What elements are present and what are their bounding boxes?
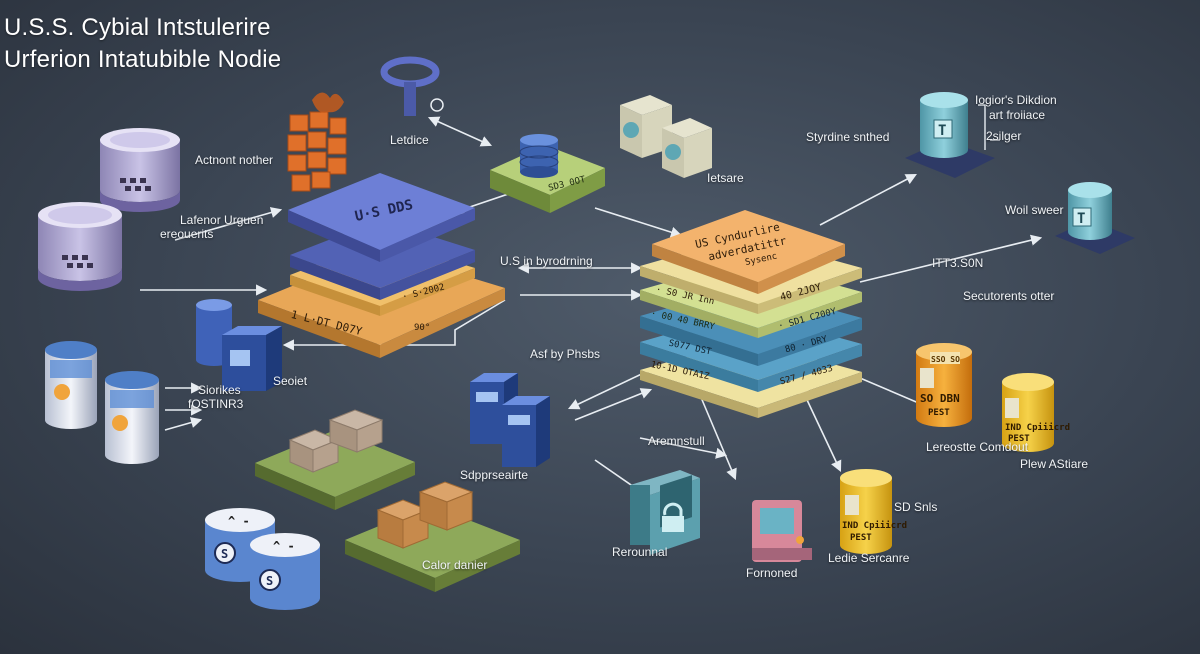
barrel-main-text: SO DBN — [920, 392, 960, 405]
label-ereouerits: ereouerits — [160, 227, 214, 241]
barrel-top-text: SSO SO — [931, 355, 960, 364]
label-letdice: Letdice — [390, 133, 429, 147]
label-woil-sweer: Woil sweer — [1005, 203, 1064, 217]
label-sd-snls: SD Snls — [894, 500, 938, 514]
barrel-sub-text: PEST — [928, 408, 950, 418]
connector — [164, 417, 203, 431]
label-siorikes: Siorikes — [198, 383, 241, 397]
teal-cylinder-right: T — [1055, 182, 1135, 254]
svg-text:S: S — [266, 574, 273, 588]
database-platform: SD3 0OT — [490, 134, 605, 213]
connector — [427, 116, 493, 147]
stack-value: 90° — [414, 323, 430, 333]
svg-text:T: T — [938, 123, 946, 139]
barrel-sub-text: PEST — [850, 533, 872, 543]
barrel-yellow-right: IND Cpiiicrd PEST — [1002, 373, 1070, 452]
label-seoiet: Seoiet — [273, 374, 308, 388]
firewall-icon — [287, 92, 347, 192]
label-styrine-smthed: Styrdine snthed — [806, 130, 890, 144]
svg-text:^ -: ^ - — [273, 539, 295, 553]
bracket-lines — [978, 104, 1000, 150]
diagram-title-line-1: U.S.S. Cybial Intstulerire — [4, 14, 271, 41]
label-rerounnal: Rerounnal — [612, 545, 668, 559]
magnifier-icon — [380, 56, 444, 116]
disk-drive-2: ^ - S — [250, 533, 320, 610]
label-zsilger: 2silger — [986, 129, 1022, 143]
label-actnot-nother: Actnont nother — [195, 153, 274, 167]
server-rack-left — [196, 299, 282, 391]
terminal-device-icon — [752, 500, 812, 562]
connector — [699, 394, 737, 481]
storage-cylinder-bottom — [38, 202, 122, 291]
connector — [174, 207, 283, 241]
storage-boxes-platform-2 — [345, 481, 520, 592]
central-platform-stack: US Cyndurlire adverdatittr Sysenc 40 2JO… — [640, 210, 862, 418]
teal-cylinder-top: T — [905, 92, 995, 178]
storage-cylinder-top — [100, 128, 180, 212]
label-art-froiiace: art froiiace — [989, 108, 1046, 122]
svg-text:S: S — [221, 547, 228, 561]
barrel-main-text: IND Cpiiicrd — [842, 520, 907, 531]
label-aremnstull: Aremnstull — [648, 434, 705, 448]
server-cluster-middle — [470, 373, 550, 467]
svg-text:^ -: ^ - — [228, 514, 250, 528]
label-secuitorents-otter: Secutorents otter — [963, 289, 1055, 303]
diagram-title-line-2: Urferion Intatubible Nodie — [4, 46, 282, 73]
label-lereosste-comdout: Lereostte Comdout — [926, 440, 1029, 454]
label-calor-danier: Calor danier — [422, 558, 488, 572]
backup-disk-1 — [45, 341, 97, 429]
label-ittsosn: ITT3.S0N — [932, 256, 984, 270]
connector — [859, 234, 1043, 283]
barrel-sub-text: PEST — [1008, 434, 1030, 444]
storage-boxes-platform-1 — [255, 409, 415, 510]
backup-disk-2 — [105, 371, 159, 464]
label-ledie-sercanre: Ledie Sercanre — [828, 551, 910, 565]
label-sdpprseairte: Sdpprseairte — [460, 468, 529, 482]
label-logiors-dikdion: Iogior's Dikdion — [975, 93, 1057, 107]
security-cubes — [620, 95, 712, 178]
label-asf-by-phsbs: Asf by Phsbs — [530, 347, 601, 361]
barrel-yellow-bottom: IND Cpiiicrd PEST — [840, 469, 907, 554]
barrel-orange: SSO SO SO DBN PEST — [916, 343, 972, 427]
connector — [567, 369, 651, 410]
label-lafenor-urguen: Lafenor Urguen — [180, 213, 264, 227]
connector — [639, 437, 728, 459]
label-fostinrd: fOSTINR3 — [188, 397, 244, 411]
left-platform-stack: U·S DDS · S·2002 1 L·DT D07Y 90° — [258, 173, 505, 358]
label-letsare: Ietsare — [707, 171, 744, 185]
barrel-main-text: IND Cpiiicrd — [1005, 422, 1070, 433]
connector — [819, 173, 917, 226]
label-us-in-byrodrning: U.S in byrodrning — [500, 254, 593, 268]
label-plew-astiare: Plew AStiare — [1020, 457, 1089, 471]
connector — [574, 388, 653, 421]
lock-panel-icon — [630, 470, 700, 555]
svg-text:T: T — [1077, 211, 1085, 227]
label-fornoned: Fornoned — [746, 566, 798, 580]
connector — [594, 207, 683, 238]
